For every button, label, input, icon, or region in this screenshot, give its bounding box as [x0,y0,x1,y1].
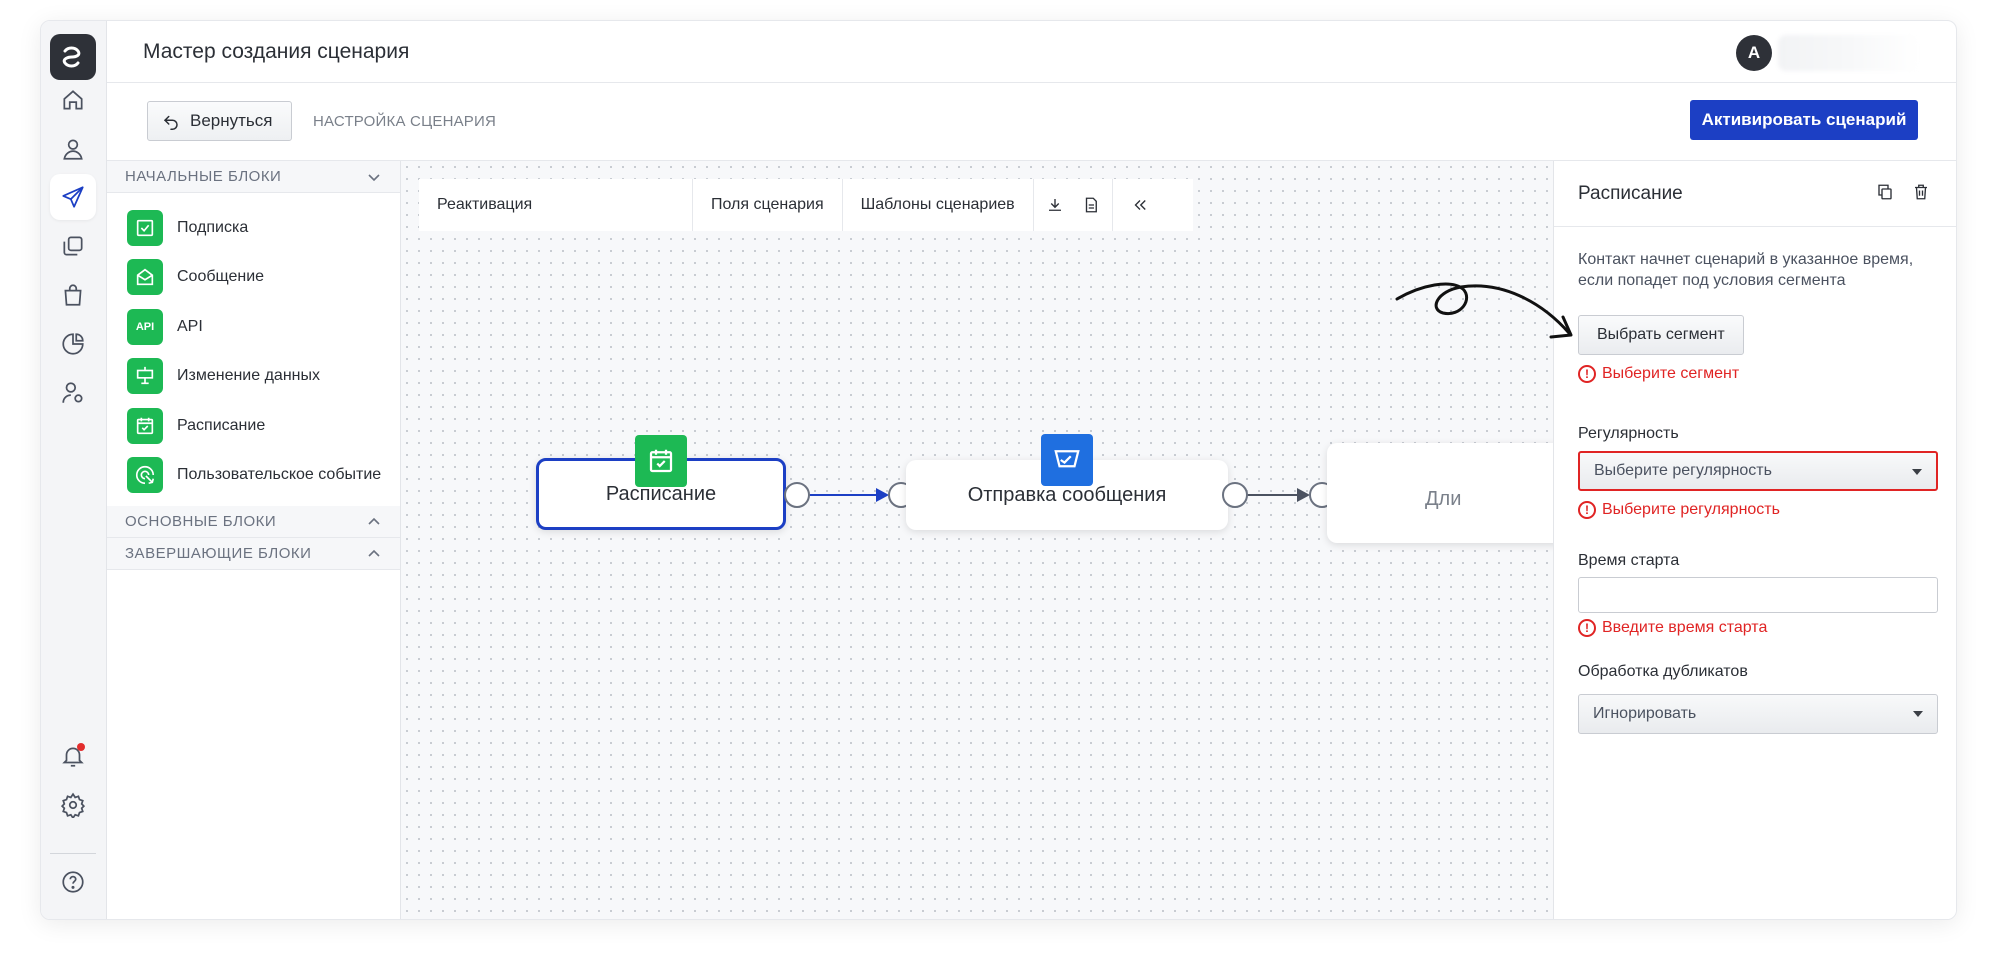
node-output-port[interactable] [784,482,810,508]
user-icon [63,139,83,160]
app-header: Мастер создания сценария A [107,21,1956,83]
undo-arrow-icon [163,115,178,130]
caret-down-icon [1913,711,1923,717]
document-icon[interactable] [1082,196,1100,214]
user-name-blurred [1778,35,1920,71]
logo-icon [62,46,81,68]
scenario-name[interactable]: Реактивация [419,179,693,231]
back-button[interactable]: Вернуться [147,101,292,141]
node-schedule[interactable]: Расписание [536,435,786,530]
home-icon [63,90,83,110]
caret-down-icon [1912,469,1922,475]
properties-description: Контакт начнет сценарий в указанное врем… [1578,251,1914,289]
envelope-icon [136,268,154,286]
error-icon: ! [1578,365,1596,383]
data-change-icon [136,367,154,385]
scenario-fields-button[interactable]: Поля сценария [693,179,843,231]
help-icon [62,871,84,893]
start-block-list: Подписка Сообщение API API Изменение дан… [107,193,400,506]
collapse-panel-button[interactable] [1113,179,1167,231]
back-button-label: Вернуться [190,111,273,130]
node-label: Дли [1425,487,1462,510]
avatar[interactable]: A [1736,35,1772,71]
scenario-templates-button[interactable]: Шаблоны сценариев [843,179,1034,231]
nav-templates[interactable] [50,223,96,269]
node-output-port[interactable] [1222,482,1248,508]
custom-event-icon [135,466,155,485]
calendar-icon [136,417,154,434]
nav-analytics[interactable] [50,321,96,367]
message-icon [1054,450,1080,468]
palette-item-data-change[interactable]: Изменение данных [107,352,400,402]
select-segment-button[interactable]: Выбрать сегмент [1578,315,1744,355]
nav-home[interactable] [50,77,96,123]
notification-dot [77,743,85,751]
checkbox-icon [136,219,154,236]
regularity-label: Регулярность [1578,425,1679,442]
chevrons-left-icon [1134,200,1146,210]
gear-icon [60,792,86,818]
start-time-label: Время старта [1578,552,1680,569]
duplicates-label: Обработка дубликатов [1578,663,1748,680]
page-title: Мастер создания сценария [143,39,410,63]
chevron-up-icon [368,517,380,525]
nav-help[interactable] [50,859,96,905]
app-window: Мастер создания сценария A Вернуться НАС… [40,20,1957,920]
palette-item-api[interactable]: API API [107,302,400,352]
nav-user-settings[interactable] [50,370,96,416]
bag-icon [64,284,82,306]
nav-settings[interactable] [50,782,96,828]
start-time-error: ! Введите время старта [1578,619,1767,637]
annotation-arrow-icon [1395,282,1573,339]
canvas-toolbar: Реактивация Поля сценария Шаблоны сценар… [419,179,1193,231]
duplicates-select[interactable]: Игнорировать [1578,694,1938,734]
duplicate-icon[interactable] [1876,183,1894,201]
properties-title: Расписание [1578,182,1683,204]
nav-shop[interactable] [50,272,96,318]
breadcrumb: НАСТРОЙКА СЦЕНАРИЯ [313,113,497,130]
regularity-select[interactable]: Выберите регулярность [1578,451,1938,491]
regularity-error: ! Выберите регулярность [1578,501,1780,519]
pie-chart-icon [62,333,84,355]
copy-icon [63,236,83,256]
bell-icon [62,747,84,767]
section-final-blocks[interactable]: ЗАВЕРШАЮЩИЕ БЛОКИ [107,538,400,570]
node-partial[interactable]: Дли [1327,443,1553,543]
calendar-icon [649,449,673,473]
nav-notifications[interactable] [50,733,96,779]
properties-panel: Расписание Контакт начнет сценарий в ука… [1553,161,1956,919]
scenario-canvas[interactable]: Реактивация Поля сценария Шаблоны сценар… [401,161,1553,919]
section-start-blocks[interactable]: НАЧАЛЬНЫЕ БЛОКИ [107,161,400,193]
node-label: Отправка сообщения [967,483,1167,506]
nav-contacts[interactable] [50,126,96,172]
send-icon [62,186,84,208]
node-send-message[interactable]: Отправка сообщения [906,434,1228,530]
start-time-input[interactable] [1578,577,1938,613]
segment-error: ! Выберите сегмент [1578,365,1739,383]
node-label: Расписание [605,482,717,505]
palette-item-custom-event[interactable]: Пользовательское событие [107,451,400,501]
chevron-down-icon [368,173,380,181]
app-logo[interactable] [50,34,96,80]
user-settings-icon [62,382,83,403]
trash-icon[interactable] [1912,183,1930,201]
scenario-toolbar: Вернуться НАСТРОЙКА СЦЕНАРИЯ Активироват… [107,83,1956,161]
palette-item-message[interactable]: Сообщение [107,253,400,303]
palette-item-subscription[interactable]: Подписка [107,203,400,253]
block-palette: НАЧАЛЬНЫЕ БЛОКИ Подписка Сообщение API A… [107,161,401,919]
api-icon: API [127,308,163,345]
error-icon: ! [1578,619,1596,637]
rail-divider [50,853,96,854]
properties-header: Расписание [1554,161,1956,227]
chevron-up-icon [368,549,380,557]
nav-scenarios[interactable] [50,174,96,220]
download-icon[interactable] [1046,196,1064,214]
nav-rail [41,21,107,919]
palette-item-schedule[interactable]: Расписание [107,401,400,451]
error-icon: ! [1578,501,1596,519]
section-main-blocks[interactable]: ОСНОВНЫЕ БЛОКИ [107,506,400,538]
activate-scenario-button[interactable]: Активировать сценарий [1690,100,1918,140]
